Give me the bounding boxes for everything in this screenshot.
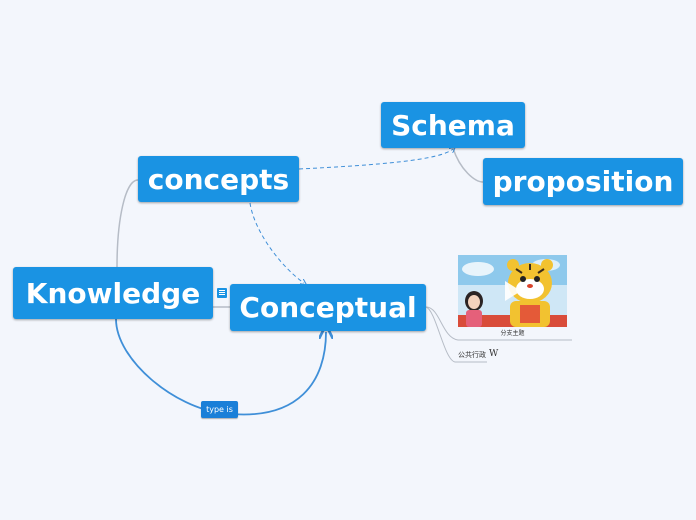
topic-conceptual-label: Conceptual xyxy=(239,291,417,324)
topic-proposition[interactable]: proposition xyxy=(483,158,683,205)
branch-line-concepts xyxy=(116,179,139,268)
video-thumbnail[interactable] xyxy=(458,255,567,327)
attachment-line-video xyxy=(425,306,572,341)
relationship-concepts-conceptual[interactable] xyxy=(249,202,304,283)
topic-concepts-label: concepts xyxy=(147,162,290,196)
topic-proposition-label: proposition xyxy=(492,165,674,198)
attachment-line-link xyxy=(425,306,487,363)
note-icon[interactable] xyxy=(217,288,227,298)
relationship-label-type-is[interactable]: type is xyxy=(201,401,238,418)
root-topic-label: Knowledge xyxy=(25,276,201,310)
relationship-concepts-schema[interactable] xyxy=(298,149,453,170)
topic-schema[interactable]: Schema xyxy=(381,102,525,148)
topic-conceptual[interactable]: Conceptual xyxy=(230,284,426,331)
topic-schema-label: Schema xyxy=(391,108,515,142)
link-attachment-label[interactable]: 公共行政 xyxy=(458,351,486,359)
branch-line-proposition xyxy=(452,147,484,183)
topic-concepts[interactable]: concepts xyxy=(138,156,299,202)
root-topic-knowledge[interactable]: Knowledge xyxy=(13,267,213,319)
wikipedia-icon[interactable]: W xyxy=(489,349,499,359)
video-caption: 分支主题 xyxy=(500,330,525,337)
relationship-label-text: type is xyxy=(206,405,233,414)
